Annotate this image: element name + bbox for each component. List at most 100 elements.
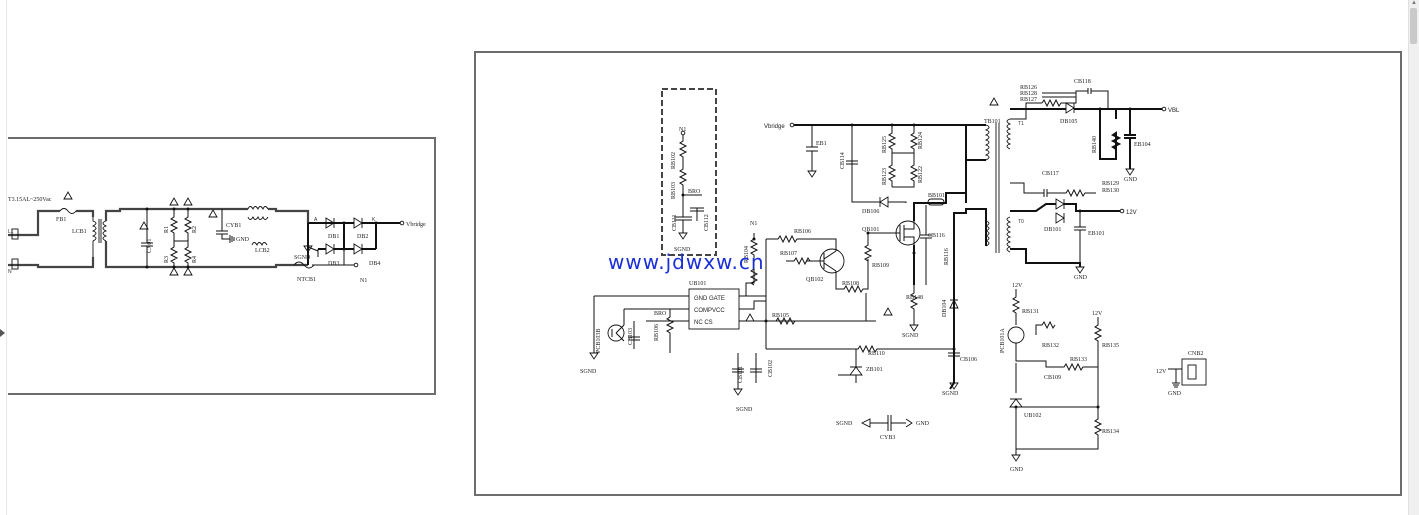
vbridge-label: Vbridge [764, 124, 785, 130]
bro-label-2: BRO [654, 311, 667, 317]
cb118-label: CB118 [1074, 79, 1091, 85]
n1-label: N1 [679, 127, 686, 133]
rb133-label: RB133 [1070, 357, 1087, 363]
diode-db2 [353, 217, 363, 229]
fuse-rating-label: T3.15AL~250Vac [8, 197, 52, 203]
db101-label: DB101 [1044, 227, 1061, 233]
cb112-label: CB112 [704, 214, 710, 231]
rb128-label: RB128 [1020, 91, 1037, 97]
rb148-label: RB148 [906, 295, 923, 301]
rb103-label: RB103 [671, 182, 677, 199]
rb110-label: RB110 [868, 351, 885, 357]
ub101-label: UB101 [689, 281, 706, 287]
l1-label: L1 [8, 229, 14, 235]
input-connector-l [11, 228, 19, 240]
anode-label: A [314, 217, 318, 223]
cx01-label: CX01 [147, 239, 153, 253]
transformer-tb101 [984, 118, 1012, 253]
rb127-label: RB127 [1020, 97, 1037, 103]
ub101-pin-gnd-gate: GND GATE [694, 296, 725, 302]
fb1-label: FB1 [56, 217, 66, 223]
warning-icon [745, 97, 999, 322]
schematic-panel-left: T3.15AL~250Vac FB1 LCB1 CX01 R1 R2 R3 R4… [8, 137, 436, 395]
schematic-panel-right: GND GATE COMPVCC NC CS [474, 51, 1402, 496]
vbl-label: VBL [1168, 108, 1180, 114]
db104-label: DB104 [942, 300, 948, 317]
r4-label: R4 [192, 256, 198, 263]
cb114-label: CB114 [840, 152, 846, 169]
rb106-label: RB106 [794, 229, 811, 235]
rb122-label: RB122 [918, 166, 924, 183]
diode-db106 [879, 196, 889, 208]
rb124-label: RB124 [918, 132, 924, 149]
ub102-label: UB102 [1024, 413, 1041, 419]
cb102-label: CB102 [768, 360, 774, 377]
bb101-label: BB101 [928, 193, 945, 199]
vbridge-label: Vbridge [406, 222, 426, 228]
diode-db104 [949, 298, 959, 309]
rb126-label: RB126 [1020, 85, 1037, 91]
scroll-up-icon[interactable]: ▲ [1411, 0, 1417, 6]
eb101-label: EB101 [1088, 231, 1105, 237]
eb1-label: EB1 [816, 141, 827, 147]
rb140-label: RB140 [1092, 136, 1098, 153]
gnd-label-1: GND [1124, 177, 1138, 183]
rb109-label: RB109 [872, 263, 889, 269]
cathode-label: K [372, 217, 376, 223]
scroll-thumb[interactable] [1410, 8, 1417, 44]
rb107-label: RB107 [780, 251, 797, 257]
gnd-label-2: GND [1074, 275, 1088, 281]
gnd-label-3: GND [1010, 467, 1024, 473]
input-connector-n [11, 258, 19, 270]
ub101-pin-comp-vcc: COMPVCC [694, 308, 725, 314]
ntcb1-label: NTCB1 [297, 277, 316, 283]
rb123-label: RB123 [882, 168, 888, 185]
cb116-label: CB116 [928, 233, 945, 239]
rb116-label: RB116 [944, 248, 950, 265]
thermistor-ntcb1 [293, 261, 315, 269]
ferrite-bead-bb101 [927, 198, 945, 206]
qb101-label: QB101 [862, 227, 879, 233]
pcb101a-label: PCB101A [1000, 328, 1006, 353]
lcb2-label: LCB2 [255, 248, 270, 254]
vertical-scrollbar[interactable]: ▲ [1408, 0, 1419, 515]
r2-label: R2 [192, 226, 198, 233]
12v-label-2: 12V [1012, 283, 1023, 289]
gnd-label-4: GND [1168, 391, 1182, 397]
sgnd-label-5: SGND [942, 391, 959, 397]
cb117-label: CB117 [1042, 171, 1059, 177]
rb129-label: RB129 [1102, 181, 1119, 187]
warning-icon [63, 191, 218, 276]
t1-label: T1 [1018, 121, 1024, 127]
watermark-text: www.jdwxw.cn [608, 250, 765, 274]
diode-db105 [1065, 102, 1075, 114]
rb132-label: RB132 [1042, 343, 1059, 349]
t0-label: T0 [1018, 219, 1024, 225]
pcb103b-label: PCB103B [596, 329, 602, 353]
cb106-label: CB106 [960, 357, 977, 363]
rb102-label: RB102 [671, 152, 677, 169]
sgnd-symbol [303, 245, 313, 253]
n-label: N [8, 269, 12, 275]
rb125-label: RB125 [882, 136, 888, 153]
diode-db101 [1055, 198, 1065, 210]
12v-label-3: 12V [1092, 311, 1103, 317]
db3-label: DB3 [328, 261, 339, 267]
tb101-label: TB101 [984, 119, 1001, 125]
connector-cnb2 [1181, 358, 1207, 386]
rb134-label: RB134 [1102, 429, 1119, 435]
cyb1-label: CYB1 [226, 223, 241, 229]
bro-label-1: BRO [688, 189, 701, 195]
zb101-label: ZB101 [866, 367, 883, 373]
db4-label: DB4 [369, 261, 380, 267]
12v-label-1: 12V [1126, 210, 1137, 216]
r3-label: R3 [164, 256, 170, 263]
cb101-label: CB101 [738, 366, 744, 383]
lcb1-label: LCB1 [72, 229, 87, 235]
collapse-arrow-icon[interactable] [0, 329, 5, 337]
rb108-label: RB108 [842, 281, 859, 287]
gnd-label-5: GND [916, 421, 930, 427]
sgnd-label-1: SGND [674, 247, 691, 253]
zener-zb101 [849, 366, 863, 376]
cb111-label: CB111 [672, 214, 678, 231]
